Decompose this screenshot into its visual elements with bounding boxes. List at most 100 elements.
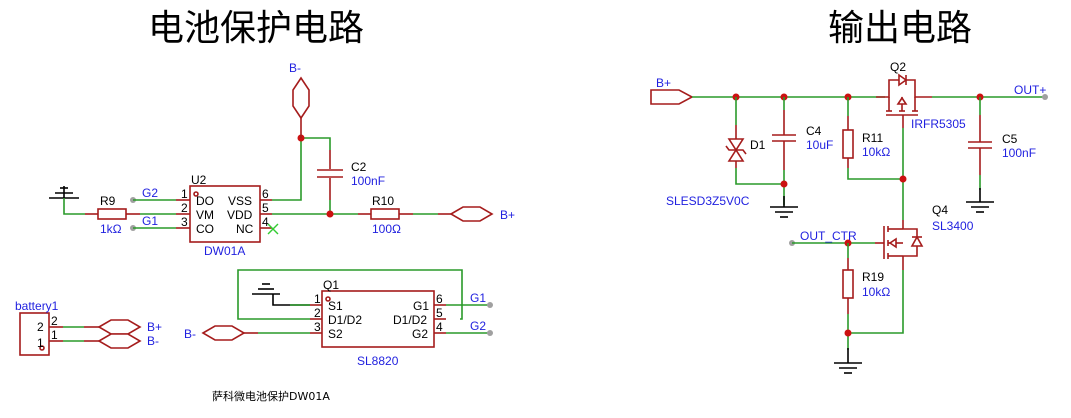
battery-outer-pin2: 2 bbox=[51, 314, 58, 328]
d1-value: SLESD3Z5V0C bbox=[666, 194, 750, 208]
net-label-q1-b-minus: B- bbox=[184, 327, 196, 341]
r9-value: 1kΩ bbox=[100, 222, 122, 236]
net-label-b-minus-top: B- bbox=[289, 61, 301, 75]
r9-ref: R9 bbox=[100, 194, 116, 208]
resistor-r11[interactable] bbox=[842, 116, 854, 168]
net-label-output-b-plus: B+ bbox=[656, 76, 671, 90]
tvs-diode-d1[interactable] bbox=[725, 125, 747, 168]
title-battery-protection: 电池保护电路 bbox=[148, 8, 364, 49]
no-connect-marker bbox=[267, 223, 279, 235]
u2-pin2-num: 2 bbox=[181, 201, 188, 215]
resistor-r19[interactable] bbox=[842, 258, 854, 314]
u2-pin6-name: VSS bbox=[228, 194, 252, 208]
ic-u2[interactable] bbox=[176, 185, 272, 243]
net-label-b-plus-right: B+ bbox=[500, 208, 515, 222]
q4-value: SL3400 bbox=[932, 219, 974, 233]
junction-dot bbox=[780, 180, 788, 188]
net-port-q1-g1-dot[interactable] bbox=[487, 302, 493, 308]
mosfet-array-q1[interactable] bbox=[310, 290, 446, 348]
net-label-battery-b-minus: B- bbox=[147, 334, 159, 348]
q1-pin1-name: S1 bbox=[328, 299, 343, 313]
u2-pin6-num: 6 bbox=[262, 187, 269, 201]
r19-ref: R19 bbox=[862, 270, 884, 284]
ground-symbol-c4 bbox=[770, 196, 798, 218]
q1-pin4-name: G2 bbox=[412, 327, 428, 341]
u2-pin1-name: DO bbox=[196, 194, 214, 208]
r10-value: 100Ω bbox=[372, 222, 401, 236]
u2-ref: U2 bbox=[191, 173, 207, 187]
junction-dot bbox=[844, 329, 852, 337]
net-label-q1-g2: G2 bbox=[470, 319, 486, 333]
u2-pin5-name: VDD bbox=[227, 208, 253, 222]
net-port-battery-b-minus[interactable] bbox=[84, 333, 142, 349]
q1-value: SL8820 bbox=[357, 354, 399, 368]
u2-pin4-name: NC bbox=[236, 222, 254, 236]
junction-dot bbox=[326, 210, 334, 218]
net-port-b-plus-right[interactable] bbox=[438, 206, 494, 222]
capacitor-c2[interactable] bbox=[317, 150, 343, 200]
c5-value: 100nF bbox=[1002, 146, 1036, 160]
r10-ref: R10 bbox=[372, 194, 394, 208]
ground-symbol-q1 bbox=[252, 283, 310, 306]
nmosfet-q4[interactable] bbox=[875, 220, 924, 270]
q1-pin3-name: S2 bbox=[328, 327, 343, 341]
battery-inner-pin1: 1 bbox=[37, 336, 44, 350]
net-port-battery-b-plus[interactable] bbox=[84, 319, 142, 335]
net-port-q1-g2-dot[interactable] bbox=[487, 330, 493, 336]
net-port-q1-b-minus[interactable] bbox=[201, 325, 258, 341]
q1-pin4-num: 4 bbox=[436, 320, 443, 334]
u2-pin1-num: 1 bbox=[181, 187, 188, 201]
q2-ref: Q2 bbox=[890, 60, 906, 74]
net-port-b-minus-top[interactable] bbox=[292, 76, 310, 138]
q1-pin5-num: 5 bbox=[436, 306, 443, 320]
u2-pin4-num: 4 bbox=[262, 215, 269, 229]
c4-value: 10uF bbox=[806, 138, 833, 152]
junction-dot bbox=[899, 175, 907, 183]
net-label-battery-b-plus: B+ bbox=[147, 320, 162, 334]
footnote-dw01a: 萨科微电池保护DW01A bbox=[212, 389, 330, 403]
c4-ref: C4 bbox=[806, 124, 822, 138]
c2-ref: C2 bbox=[351, 160, 367, 174]
u2-pin2-name: VM bbox=[196, 208, 214, 222]
ground-symbol-r9 bbox=[49, 186, 85, 215]
q1-pin3-num: 3 bbox=[314, 320, 321, 334]
battery-connector[interactable] bbox=[19, 312, 63, 356]
title-output-circuit: 输出电路 bbox=[828, 8, 972, 49]
r11-value: 10kΩ bbox=[862, 145, 890, 159]
u2-pin3-name: CO bbox=[196, 222, 214, 236]
q2-value: IRFR5305 bbox=[911, 117, 966, 131]
net-label-g2: G2 bbox=[142, 186, 158, 200]
q1-pin5-name: D1/D2 bbox=[393, 313, 427, 327]
q1-pin2-name: D1/D2 bbox=[328, 313, 362, 327]
net-port-output-b-plus[interactable] bbox=[650, 89, 694, 105]
ground-symbol-r19 bbox=[834, 348, 862, 374]
battery-ref: battery1 bbox=[15, 299, 59, 313]
battery-outer-pin1: 1 bbox=[51, 328, 58, 342]
q4-ref: Q4 bbox=[932, 203, 948, 217]
resistor-r10[interactable] bbox=[358, 208, 413, 220]
d1-ref: D1 bbox=[750, 138, 766, 152]
c2-value: 100nF bbox=[351, 174, 385, 188]
net-label-out-ctr: OUT_CTR bbox=[800, 229, 857, 243]
u2-pin5-num: 5 bbox=[262, 201, 269, 215]
resistor-r9[interactable] bbox=[85, 208, 176, 220]
battery-inner-pin2: 2 bbox=[37, 320, 44, 334]
net-label-out-plus: OUT+ bbox=[1014, 83, 1046, 97]
net-label-q1-g1: G1 bbox=[470, 291, 486, 305]
q1-pin6-num: 6 bbox=[436, 292, 443, 306]
r19-value: 10kΩ bbox=[862, 285, 890, 299]
ground-symbol-c5 bbox=[966, 188, 994, 213]
u2-pin3-num: 3 bbox=[181, 215, 188, 229]
capacitor-c5[interactable] bbox=[968, 115, 992, 175]
q1-pin1-num: 1 bbox=[314, 292, 321, 306]
net-port-out-plus-dot[interactable] bbox=[1042, 94, 1048, 100]
c5-ref: C5 bbox=[1002, 132, 1018, 146]
q1-pin6-name: G1 bbox=[413, 299, 429, 313]
net-label-g1: G1 bbox=[142, 214, 158, 228]
q1-pin2-num: 2 bbox=[314, 306, 321, 320]
capacitor-c4[interactable] bbox=[772, 110, 796, 170]
r11-ref: R11 bbox=[862, 131, 883, 145]
u2-value: DW01A bbox=[204, 244, 245, 258]
q1-ref: Q1 bbox=[323, 278, 339, 292]
pmosfet-q2[interactable] bbox=[876, 73, 932, 128]
